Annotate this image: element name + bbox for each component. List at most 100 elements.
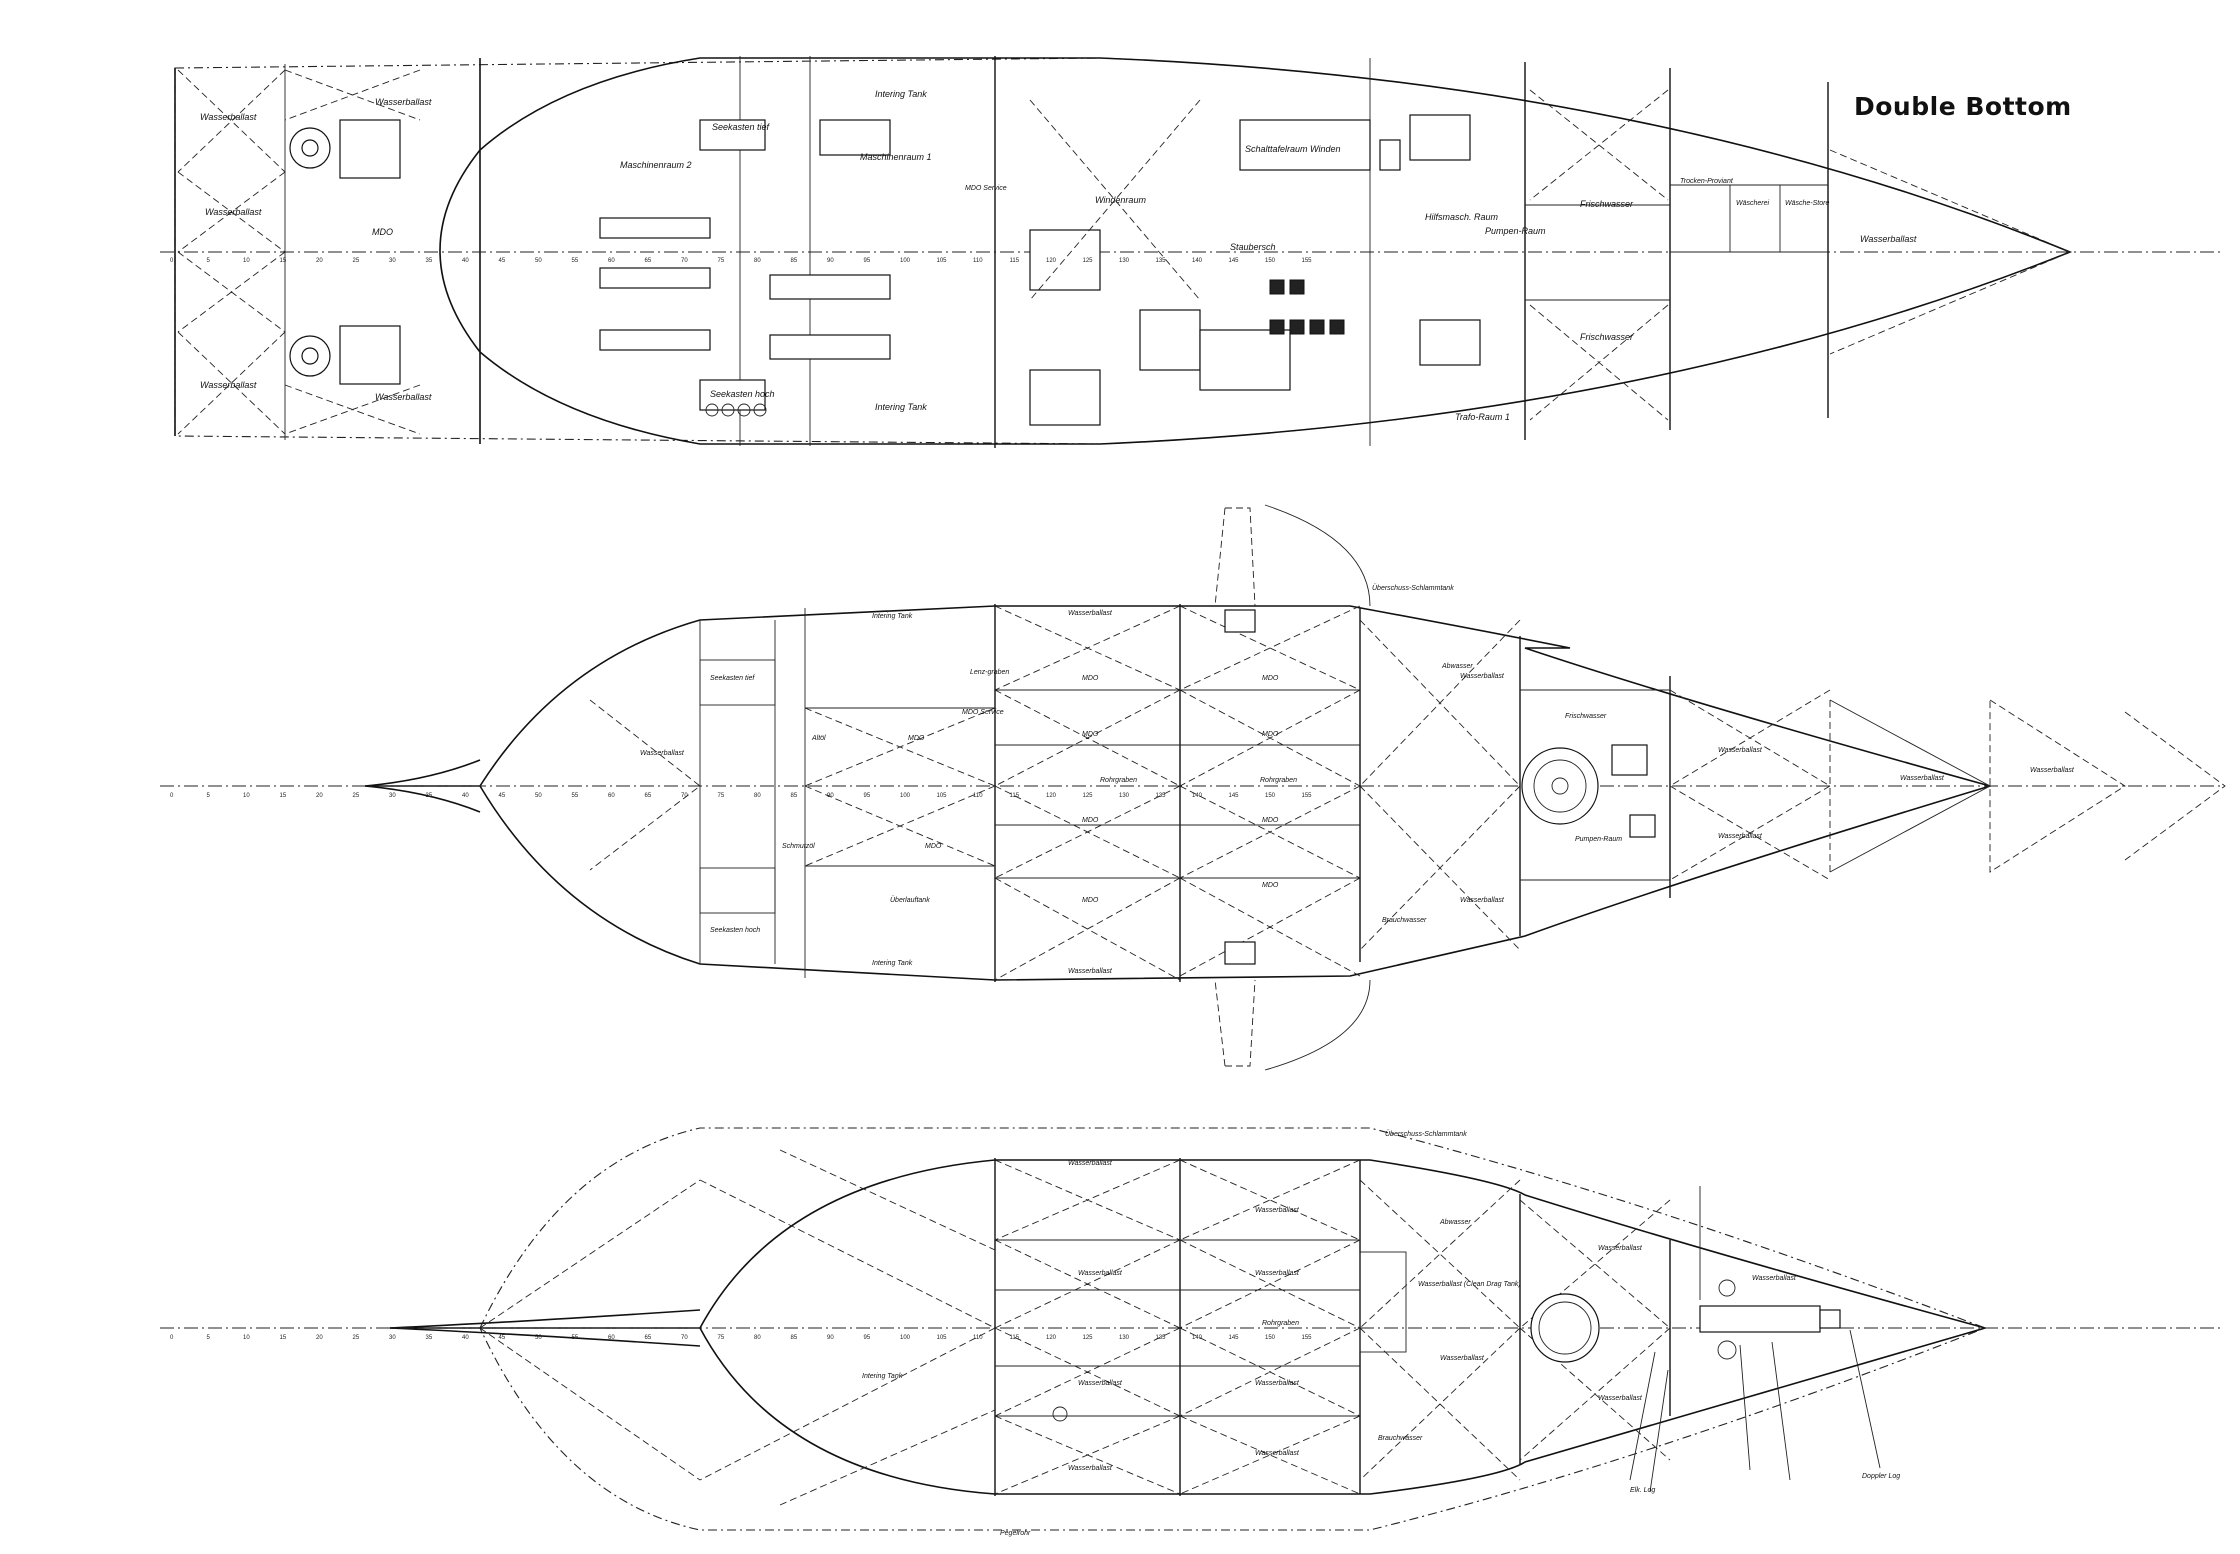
label-wasserballast: Wasserballast xyxy=(1440,1355,1485,1362)
frame-number: 105 xyxy=(937,1335,948,1341)
frame-number: 65 xyxy=(645,1335,652,1341)
frame-number: 135 xyxy=(1156,793,1167,799)
label-wasserballast: Wasserballast xyxy=(1068,1160,1113,1167)
label-brauchwasser: Brauchwasser xyxy=(1378,1435,1423,1442)
frame-number: 120 xyxy=(1046,258,1057,264)
label-abwasser: Abwasser xyxy=(1439,1219,1471,1226)
frame-number: 115 xyxy=(1010,793,1020,799)
frame-number: 120 xyxy=(1046,793,1057,799)
frame-number: 95 xyxy=(864,1335,871,1341)
frame-number: 115 xyxy=(1010,1335,1020,1341)
frame-number: 90 xyxy=(827,1335,834,1341)
label-wasserballast: Wasserballast xyxy=(1718,747,1763,754)
frame-number: 100 xyxy=(900,258,911,264)
frame-number: 15 xyxy=(280,793,287,799)
label-wasserballast: Wasserballast xyxy=(200,380,257,390)
label-mdo: MDO xyxy=(1082,731,1099,738)
label-rohrgraben: Rohrgraben xyxy=(1260,777,1297,784)
frame-number: 150 xyxy=(1265,793,1276,799)
label-rohrgraben: Rohrgraben xyxy=(1262,1320,1299,1327)
frame-number: 85 xyxy=(791,793,798,799)
frame-number: 10 xyxy=(243,258,250,264)
label-mdo: MDO xyxy=(1262,817,1279,824)
frame-number: 150 xyxy=(1265,258,1276,264)
frame-number: 45 xyxy=(499,793,506,799)
frame-number: 140 xyxy=(1192,1335,1203,1341)
label-waescherei: Wäscherei xyxy=(1736,200,1770,207)
label-seekasten-hoch: Seekasten hoch xyxy=(710,927,760,934)
label-intering-tank: Intering Tank xyxy=(875,402,927,412)
frame-number: 0 xyxy=(170,258,174,264)
label-seekasten-tief: Seekasten tief xyxy=(710,675,755,682)
label-windenraum: Windenraum xyxy=(1095,195,1146,205)
label-elk-log: Elk. Log xyxy=(1630,1487,1655,1494)
label-mdo-service: MDO Service xyxy=(962,709,1004,716)
label-seekasten-tief: Seekasten tief xyxy=(712,122,771,132)
label-seekasten-hoch: Seekasten hoch xyxy=(710,389,775,399)
label-mdo: MDO xyxy=(372,227,393,237)
label-trocken-proviant: Trocken-Proviant xyxy=(1680,178,1734,185)
frame-number: 70 xyxy=(681,1335,688,1341)
label-wasserballast: Wasserballast xyxy=(1068,1465,1113,1472)
label-wasserballast: Wasserballast xyxy=(1752,1275,1797,1282)
frame-number: 130 xyxy=(1119,1335,1130,1341)
label-wasserballast: Wasserballast xyxy=(1255,1270,1300,1277)
frame-number: 75 xyxy=(718,258,725,264)
plan-machinery: Wasserballast Wasserballast Wasserballas… xyxy=(160,56,2220,448)
frame-number: 120 xyxy=(1046,1335,1057,1341)
frame-number: 100 xyxy=(900,793,911,799)
label-uberschuss-schlammtank: Überschuss-Schlammtank xyxy=(1372,584,1454,592)
frame-number: 80 xyxy=(754,793,761,799)
frame-number: 90 xyxy=(827,258,834,264)
label-intering-tank: Intering Tank xyxy=(872,960,913,967)
frame-number: 35 xyxy=(426,793,433,799)
frame-number: 95 xyxy=(864,793,871,799)
label-wasserballast: Wasserballast xyxy=(205,207,262,217)
frame-number: 20 xyxy=(316,258,323,264)
label-frischwasser: Frischwasser xyxy=(1580,199,1634,209)
frame-number: 75 xyxy=(718,793,725,799)
label-wasserballast: Wasserballast xyxy=(1078,1380,1123,1387)
label-altol: Altöl xyxy=(811,735,826,742)
frame-number: 95 xyxy=(864,258,871,264)
frame-number: 90 xyxy=(827,793,834,799)
frame-number: 25 xyxy=(353,258,360,264)
frame-number: 150 xyxy=(1265,1335,1276,1341)
label-mdo: MDO xyxy=(1082,897,1099,904)
frame-number: 155 xyxy=(1302,1335,1313,1341)
frame-number: 140 xyxy=(1192,258,1203,264)
label-pumpen-raum: Pumpen-Raum xyxy=(1485,226,1546,236)
frame-number: 110 xyxy=(973,258,983,264)
label-waesche-store: Wäsche-Store xyxy=(1785,200,1829,207)
label-mdo-service: MDO Service xyxy=(965,185,1007,192)
label-staubersch: Staubersch xyxy=(1230,242,1276,252)
frame-number: 135 xyxy=(1156,1335,1167,1341)
frame-number: 145 xyxy=(1229,793,1240,799)
frame-number: 145 xyxy=(1229,258,1240,264)
label-clean-drag-tank: Wasserballast (Clean Drag Tank) xyxy=(1418,1281,1521,1288)
label-mdo: MDO xyxy=(1262,675,1279,682)
label-wasserballast: Wasserballast xyxy=(1460,897,1505,904)
frame-number: 40 xyxy=(462,793,469,799)
label-wasserballast: Wasserballast xyxy=(1900,775,1945,782)
frame-number: 55 xyxy=(572,793,579,799)
frame-number: 0 xyxy=(170,1335,174,1341)
frame-number: 70 xyxy=(681,258,688,264)
frame-number: 110 xyxy=(973,793,983,799)
frame-number: 20 xyxy=(316,1335,323,1341)
label-schmutzol: Schmutzöl xyxy=(782,843,815,850)
label-trafo-raum: Trafo-Raum 1 xyxy=(1455,412,1510,422)
label-wasserballast: Wasserballast xyxy=(1255,1450,1300,1457)
frame-number: 50 xyxy=(535,793,542,799)
frame-number: 40 xyxy=(462,1335,469,1341)
label-pegelrohr: Pegelrohr xyxy=(1000,1530,1031,1537)
frame-number: 85 xyxy=(791,258,798,264)
label-mdo: MDO xyxy=(1082,817,1099,824)
frame-number: 20 xyxy=(316,793,323,799)
frame-number: 155 xyxy=(1302,793,1313,799)
frame-number: 130 xyxy=(1119,258,1130,264)
frame-number: 100 xyxy=(900,1335,911,1341)
label-wasserballast: Wasserballast xyxy=(640,750,685,757)
